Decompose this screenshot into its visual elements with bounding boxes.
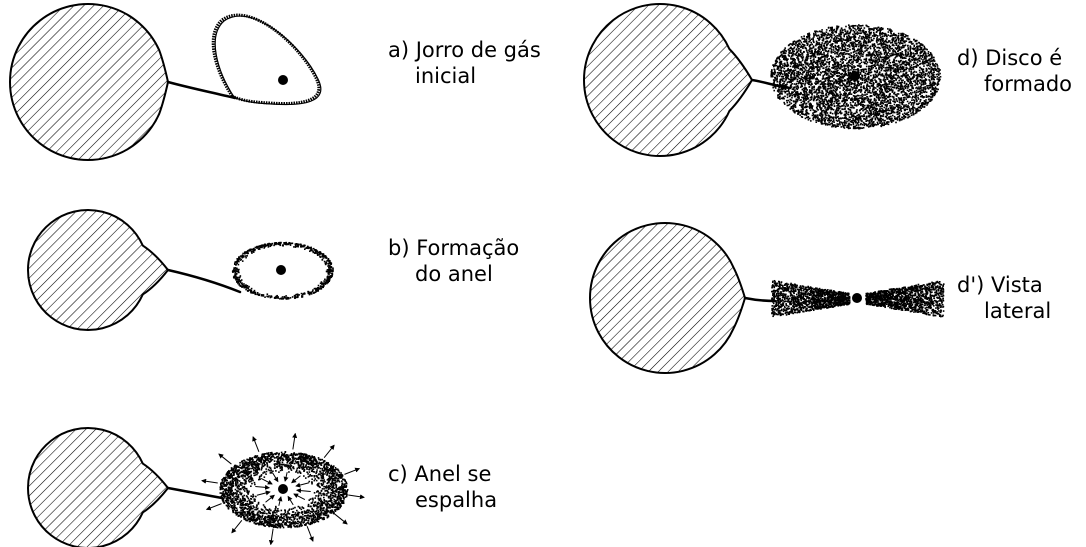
panel-b-label: b) Formação do anel bbox=[388, 235, 519, 287]
panel-d-prime-label-line1: d') Vista bbox=[957, 272, 1051, 298]
accretor-b bbox=[276, 265, 286, 275]
panel-d-label: d) Disco é formado bbox=[957, 45, 1072, 97]
gas-stream-c bbox=[168, 488, 222, 498]
panel-d-prime-label: d') Vista lateral bbox=[957, 272, 1051, 324]
accretor-d-prime bbox=[852, 293, 862, 303]
panel-a-label: a) Jorro de gás inicial bbox=[388, 37, 541, 89]
panel-d-label-line1: d) Disco é bbox=[957, 45, 1072, 71]
accretor-d bbox=[850, 71, 860, 81]
panel-c-label: c) Anel se espalha bbox=[388, 461, 497, 513]
gas-stream-d-prime bbox=[745, 298, 775, 301]
accretor-c bbox=[278, 484, 288, 494]
donor-star-d bbox=[584, 4, 752, 156]
panel-b-label-line2: do anel bbox=[388, 261, 519, 287]
donor-star-d-prime bbox=[590, 223, 745, 373]
panel-c-label-line2: espalha bbox=[388, 487, 497, 513]
panel-c-label-line1: c) Anel se bbox=[388, 461, 497, 487]
donor-star-b bbox=[28, 210, 168, 330]
donor-star-c bbox=[28, 428, 168, 547]
gas-stream-b bbox=[168, 270, 240, 292]
donor-star-a bbox=[10, 4, 168, 160]
panel-d-prime-label-line2: lateral bbox=[957, 298, 1051, 324]
panel-a-label-line1: a) Jorro de gás bbox=[388, 37, 541, 63]
panel-a-label-line2: inicial bbox=[388, 63, 541, 89]
initial-gas-jet-loop bbox=[213, 15, 321, 104]
panel-b-label-line1: b) Formação bbox=[388, 235, 519, 261]
panel-d-label-line2: formado bbox=[957, 71, 1072, 97]
accretor-a bbox=[278, 75, 288, 85]
